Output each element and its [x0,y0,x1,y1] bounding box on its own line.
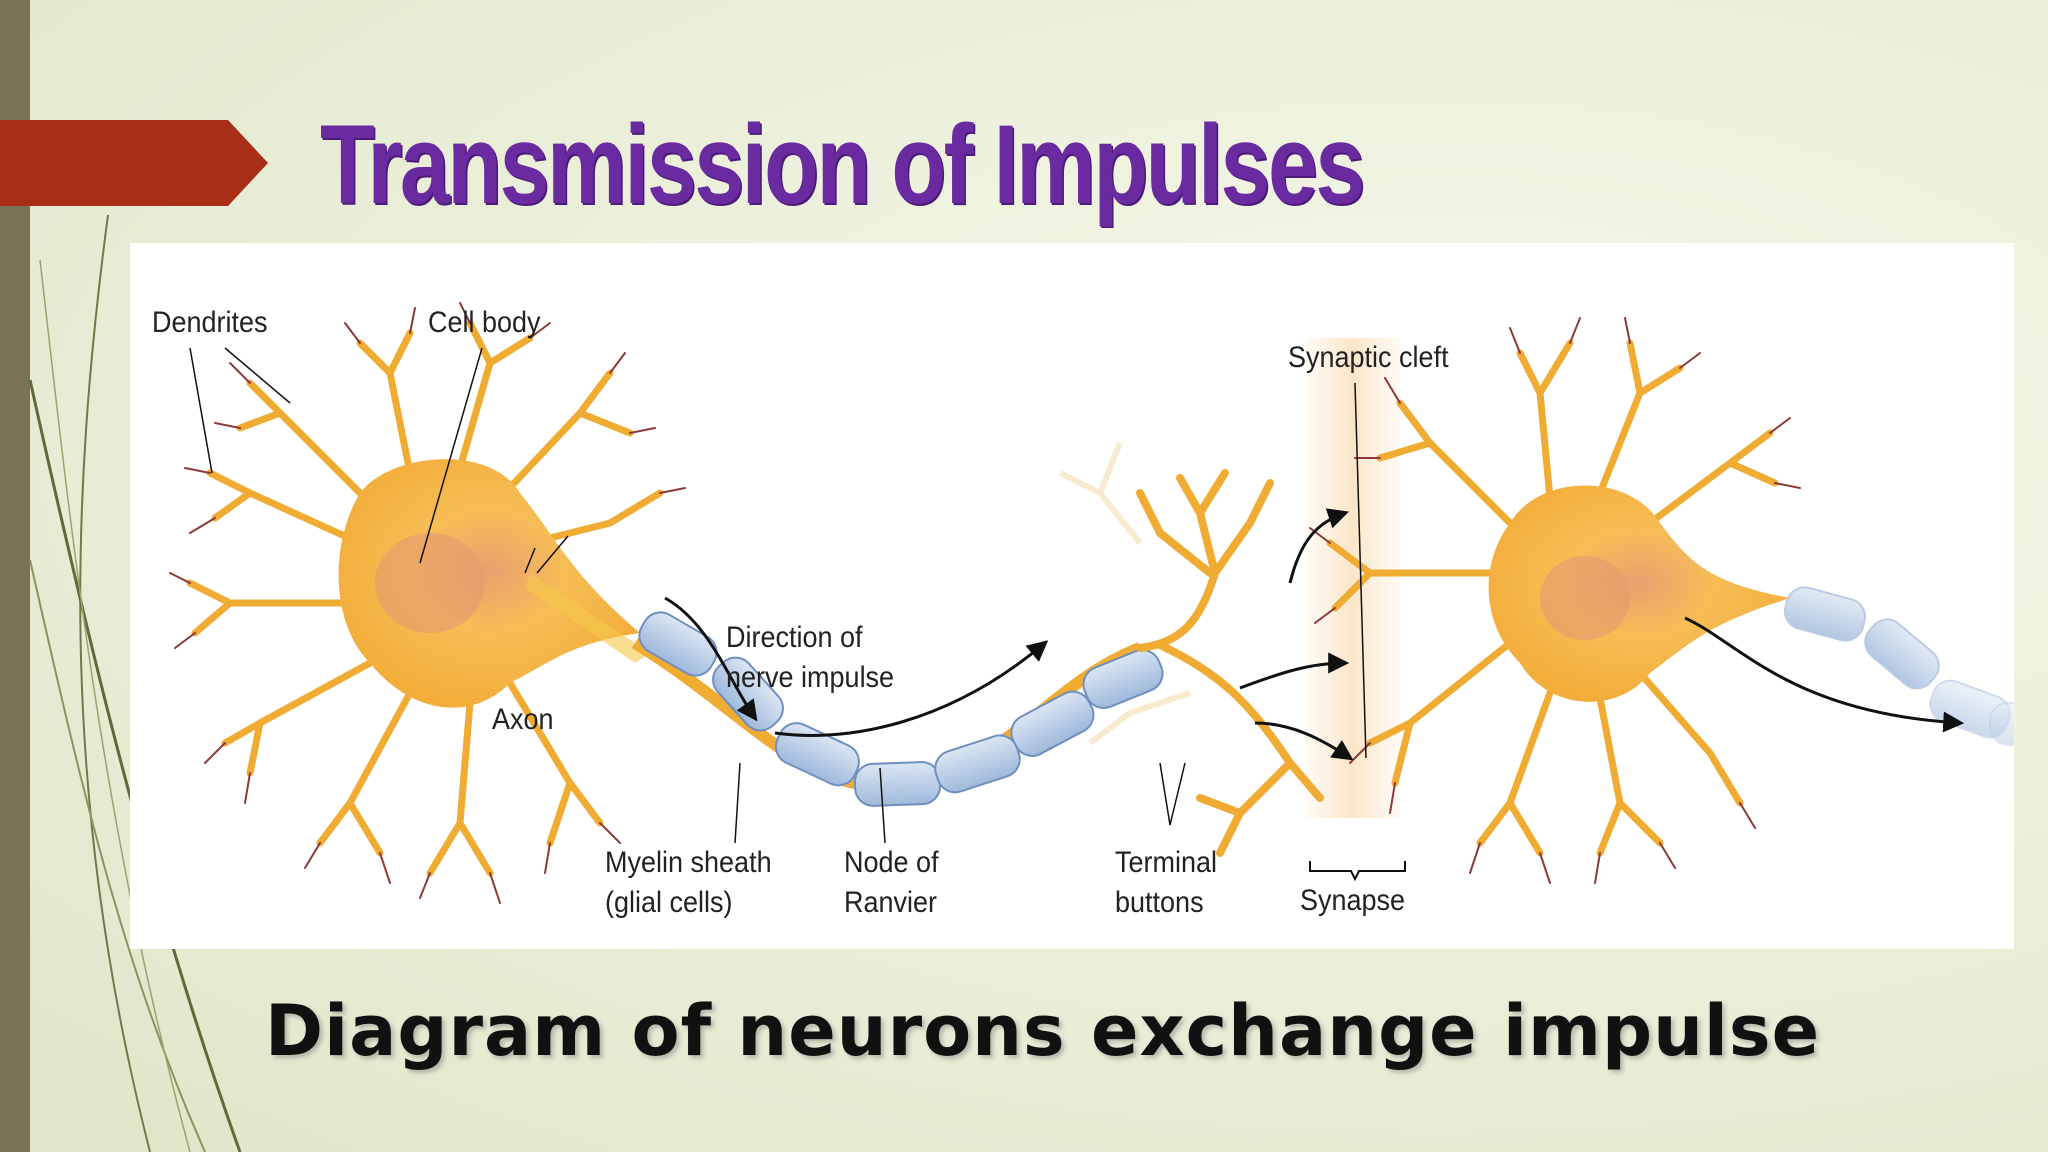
label-synapse: Synapse [1300,884,1406,917]
right-cell-body [1488,485,1790,702]
synaptic-cleft-band [1305,338,1400,818]
neuron-diagram: Dendrites Cell body Axon Direction of ne… [130,243,2014,949]
myelin-sheath-segments [638,611,1164,807]
left-cell-body [338,459,640,708]
neuron-illustration [169,302,2014,904]
label-dendrites: Dendrites [152,306,268,339]
faint-background-branches [1058,441,1191,746]
right-neuron-dendrites [1326,339,1779,857]
label-direction-line1: Direction of [726,621,863,654]
label-terminal-line1: Terminal [1115,846,1218,879]
label-node-line1: Node of [844,846,939,879]
label-axon: Axon [492,703,554,736]
label-leader-lines [189,347,1367,844]
label-direction-line2: nerve impulse [726,661,895,694]
label-node-line2: Ranvier [844,886,938,919]
right-nucleus [1540,556,1630,640]
label-terminal-line2: buttons [1115,886,1204,919]
label-cell-body: Cell body [428,306,541,339]
left-neuron-dendrites [186,319,664,877]
title-arrow-shape [0,120,268,206]
label-myelin-line2: (glial cells) [605,886,733,919]
slide-caption: Diagram of neurons exchange impulse [265,990,1821,1072]
label-synaptic-cleft: Synaptic cleft [1288,341,1449,374]
left-nucleus [375,533,485,633]
impulse-direction-arrows [664,508,1965,761]
label-myelin-line1: Myelin sheath [605,846,772,879]
synapse-bracket [1309,861,1406,882]
slide-title: Transmission of Impulses [320,102,1365,227]
right-axon-myelin [1783,586,2014,746]
decorative-curves [28,214,242,1152]
terminal-branches [1136,469,1324,857]
